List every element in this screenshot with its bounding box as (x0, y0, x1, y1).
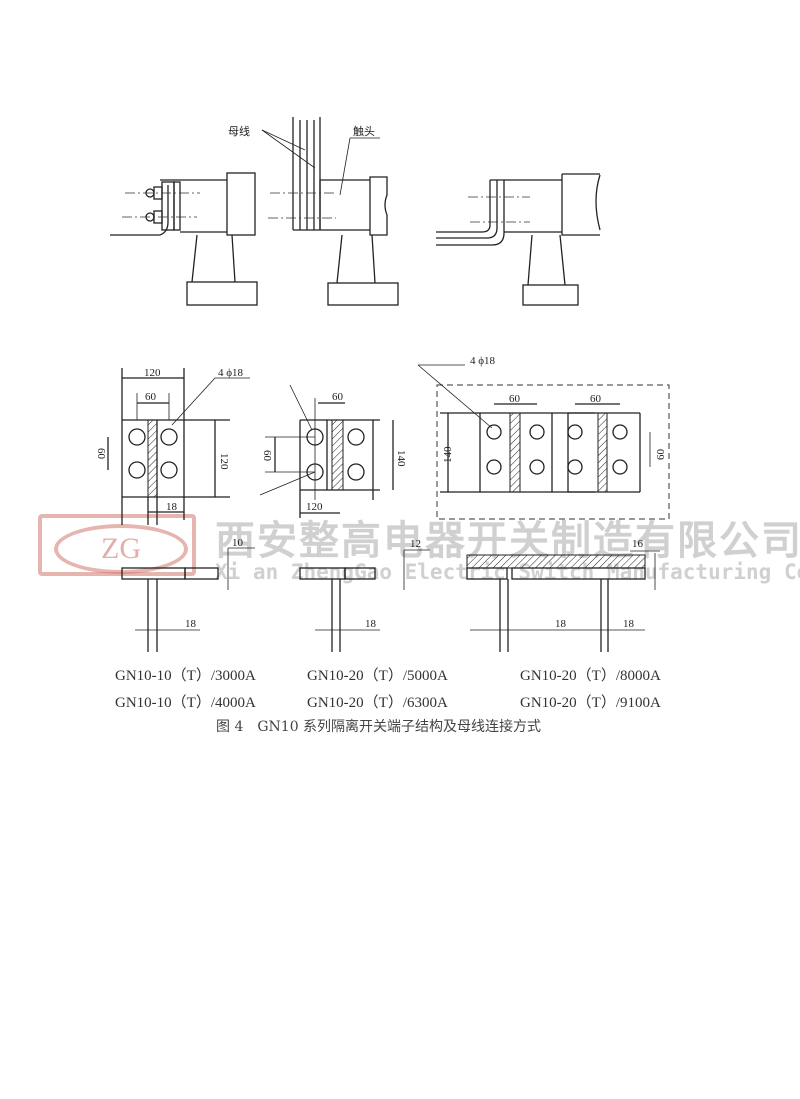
svg-text:18: 18 (185, 618, 197, 630)
svg-text:60: 60 (332, 391, 344, 403)
svg-text:140: 140 (442, 446, 454, 463)
svg-text:120: 120 (218, 453, 230, 470)
svg-text:18: 18 (623, 618, 635, 630)
model-label: GN10-20（T）/8000A (520, 668, 661, 684)
svg-text:60: 60 (509, 393, 521, 405)
svg-text:4 ϕ18: 4 ϕ18 (470, 355, 496, 367)
connection-view-bent-busbar (436, 173, 601, 306)
connection-view-vertical-busbar: 母线 触头 (228, 117, 399, 306)
svg-text:18: 18 (365, 618, 377, 630)
svg-text:10: 10 (232, 537, 244, 549)
svg-text:12: 12 (410, 538, 421, 550)
busbar-label: 母线 (228, 124, 250, 138)
svg-text:60: 60 (590, 393, 602, 405)
model-label: GN10-20（T）/6300A (307, 695, 448, 711)
svg-text:140: 140 (395, 450, 407, 467)
figure-caption: 图 4 GN10 系列隔离开关端子结构及母线连接方式 (216, 719, 542, 735)
model-label: GN10-10（T）/3000A (115, 668, 256, 684)
svg-text:60: 60 (261, 450, 273, 462)
contact-label: 触头 (353, 124, 375, 138)
model-label: GN10-20（T）/9100A (520, 695, 661, 711)
svg-text:4 ϕ18: 4 ϕ18 (218, 367, 244, 379)
terminal-plate-b: 60 60 140 120 12 18 (259, 384, 430, 652)
svg-text:60: 60 (145, 391, 157, 403)
connection-view-bolted (110, 172, 258, 306)
model-label: GN10-10（T）/4000A (115, 695, 256, 711)
svg-text:60: 60 (95, 448, 107, 460)
svg-text:16: 16 (632, 538, 644, 550)
svg-text:120: 120 (144, 367, 161, 379)
terminal-plate-a: 120 60 4 ϕ18 120 60 18 10 18 (95, 367, 255, 652)
model-label: GN10-20（T）/5000A (307, 668, 448, 684)
svg-text:18: 18 (166, 501, 178, 513)
svg-text:18: 18 (555, 618, 567, 630)
terminal-plate-c: 4 ϕ18 60 60 140 60 16 18 18 (417, 355, 670, 652)
svg-text:120: 120 (306, 501, 323, 513)
svg-text:60: 60 (655, 449, 667, 461)
watermark-logo: ZG (38, 514, 196, 576)
